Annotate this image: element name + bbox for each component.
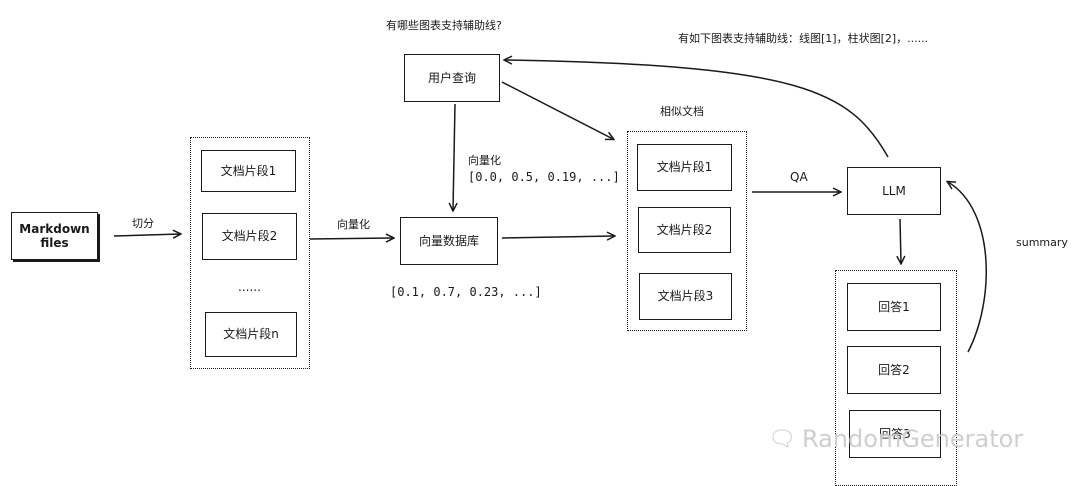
llm-label: LLM [882,183,906,198]
wechat-icon: 🗨 [768,426,796,452]
markdown-files-label: Markdown files [19,221,90,250]
vectorize-chunks-label: 向量化 [337,218,370,231]
llm-node: LLM [847,167,941,215]
answer-node: 回答3 [849,410,941,458]
similar-doc-node: 文档片段3 [639,273,732,320]
chunk-node: 文档片段1 [201,150,296,192]
qa-label: QA [790,170,808,184]
summary-label: summary [1016,236,1068,249]
chunk-label: 文档片段n [223,327,279,342]
answer-node: 回答1 [847,283,941,331]
watermark-text: RandomGenerator [801,425,1024,453]
split-label: 切分 [132,217,154,230]
chunk-node: 文档片段2 [202,213,297,260]
arrow-llm-to-answers [900,218,901,263]
user-query-node: 用户查询 [404,54,500,102]
chunk-vector: [0.1, 0.7, 0.23, ...] [390,285,542,299]
answer-text: 有如下图表支持辅助线：线图[1]，柱状图[2]，...... [678,32,929,45]
answer-label: 回答1 [878,299,910,314]
arrow-query-to-db [453,103,455,210]
answer-label: 回答3 [879,426,911,441]
chunk-label: 文档片段2 [221,229,278,244]
arrow-summary [948,182,987,353]
query-vector: [0.0, 0.5, 0.19, ...] [468,170,620,184]
similar-doc-node: 文档片段1 [637,144,732,191]
similar-docs-title: 相似文档 [660,105,704,118]
question-which-charts: 有哪些图表支持辅助线? [386,19,502,32]
similar-doc-label: 文档片段1 [656,160,713,175]
vectorize-query-label: 向量化 [468,154,501,167]
similar-doc-label: 文档片段2 [656,222,713,237]
vector-db-node: 向量数据库 [400,217,498,265]
similar-doc-node: 文档片段2 [638,207,731,253]
arrow-db-to-similar [501,236,614,238]
similar-doc-label: 文档片段3 [657,289,714,304]
answer-node: 回答2 [847,346,941,394]
arrow-vectorize-chunks [309,238,393,239]
vector-db-label: 向量数据库 [418,233,479,248]
answer-label: 回答2 [878,362,910,377]
chunks-group [190,137,310,369]
arrow-split [113,234,180,236]
markdown-files-node: Markdown files [11,212,98,260]
watermark: 🗨 RandomGenerator [768,425,1023,453]
chunk-node: 文档片段n [205,312,297,357]
arrow-query-to-similar [501,81,613,139]
chunk-label: 文档片段1 [220,163,277,178]
similar-docs-group [627,131,747,331]
chunk-ellipsis: ...... [238,280,261,294]
user-query-label: 用户查询 [427,70,476,85]
arrow-llm-to-query [505,60,889,158]
